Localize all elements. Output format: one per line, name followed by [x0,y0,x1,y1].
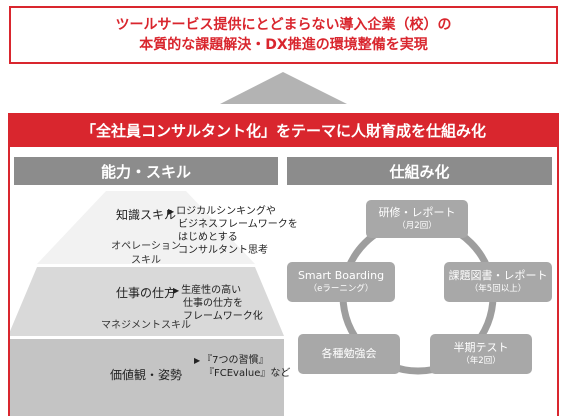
pyramid-sub-skill: スキル [131,255,161,266]
abilities-heading: 能力・スキル [100,162,191,181]
pyramid-label-values: 価値観・姿勢 [109,368,182,382]
pyramid-tier-top [37,191,255,264]
section-header-abilities: 能力・スキル [14,157,278,185]
desc-knowledge-line-3: はじめとする [178,232,238,243]
desc-values: ▶『7つの習慣』 『FCEvalue』など [194,354,290,380]
goal-line-1: ツールサービス提供にとどまらない導入企業（校）の [115,17,452,33]
training-sub: （月2回） [397,221,437,231]
pyramid-tier-base [8,339,284,416]
smart-boarding-sub: （eラーニング） [308,284,374,294]
cycle-box-study-sessions: 各種勉強会 [298,334,400,374]
pyramid-sub-management: マネジメントスキル [101,320,191,331]
desc-knowledge-line-2: ビジネスフレームワークを [178,219,298,230]
cycle-box-reading: 課題図書・レポート （年5回以上） [444,262,552,302]
desc-work-style: ▶生産性の高い 仕事の仕方を フレームワーク化 [173,284,263,323]
study-title: 各種勉強会 [321,347,377,360]
arrow-right-icon: ▶ [173,286,180,295]
theme-title: 「全社員コンサルタント化」をテーマに人財育成を仕組み化 [80,121,486,140]
goal-line-2: 本質的な課題解決・DX推進の環境整備を実現 [139,37,428,53]
cycle-box-training: 研修・レポート （月2回） [366,200,468,238]
training-title: 研修・レポート [378,206,456,219]
pyramid-label-work-style: 仕事の仕方 [115,286,176,300]
arrow-right-icon: ▶ [194,356,201,365]
desc-values-line-2: 『FCEvalue』など [204,368,291,379]
goal-box: ツールサービス提供にとどまらない導入企業（校）の 本質的な課題解決・DX推進の環… [9,6,558,64]
theme-bar: 「全社員コンサルタント化」をテーマに人財育成を仕組み化 [8,113,559,147]
test-sub: （年2回） [461,356,501,366]
desc-knowledge-line-1: ロジカルシンキングや [176,206,276,217]
pyramid-tier-middle [8,267,284,336]
test-title: 半期テスト [453,341,509,354]
desc-knowledge: ▶ロジカルシンキングや ビジネスフレームワークを はじめとする コンサルタント思… [168,205,298,257]
desc-work-style-line-3: フレームワーク化 [183,311,263,322]
cycle-box-semiannual-test: 半期テスト （年2回） [430,334,532,374]
pyramid-sub-operation: オペレーション [111,241,181,252]
desc-knowledge-line-4: コンサルタント思考 [178,245,268,256]
mechanism-heading: 仕組み化 [389,162,450,181]
upward-arrow [220,72,347,104]
section-header-mechanism: 仕組み化 [287,157,552,185]
reading-sub: （年5回以上） [469,284,527,294]
smart-boarding-title: Smart Boarding [297,269,385,282]
desc-work-style-line-1: 生産性の高い [181,285,242,296]
cycle-box-smart-boarding: Smart Boarding （eラーニング） [287,262,395,302]
reading-title: 課題図書・レポート [448,269,548,282]
desc-values-line-1: 『7つの習慣』 [202,355,269,366]
desc-work-style-line-2: 仕事の仕方を [183,298,243,309]
pyramid-label-knowledge: 知識スキル [115,208,176,222]
arrow-right-icon: ▶ [168,207,175,216]
